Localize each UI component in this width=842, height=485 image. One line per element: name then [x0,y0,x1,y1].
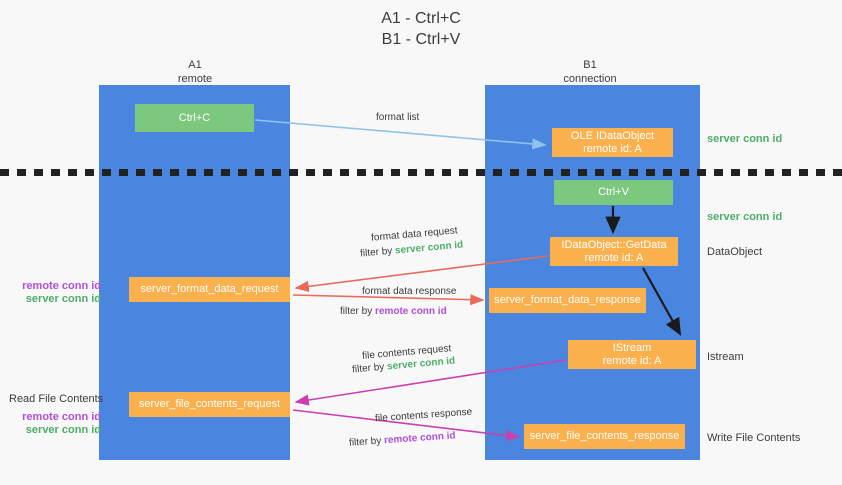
box-idataobject-getdata[interactable]: IDataObject::GetData remote id: A [550,237,678,266]
edge-label-format-list: format list [376,112,420,123]
box-server-format-data-request[interactable]: server_format_data_request [129,277,290,302]
box-ole-idataobject-line2: remote id: A [583,142,642,155]
title-line-1: A1 - Ctrl+C [381,10,461,27]
box-ctrl-c[interactable]: Ctrl+C [135,104,254,132]
edge-label-file-contents-response-filter: filter by remote conn id [349,429,456,449]
annotation-istream: Istream [707,351,744,363]
annotation-remote-conn-id-1: remote conn id [22,280,101,292]
lane-header-a1: A1 remote [95,58,295,86]
filter-prefix: filter by [359,245,396,260]
box-getdata-line2: remote id: A [584,251,644,264]
box-getdata-line1: IDataObject::GetData [561,238,667,251]
page-title: A1 - Ctrl+C B1 - Ctrl+V [0,8,842,50]
box-ole-idataobject-line1: OLE IDataObject [570,129,655,142]
box-istream[interactable]: IStream remote id: A [568,340,696,369]
box-istream-line1: IStream [612,341,652,354]
annotation-server-conn-id-1: server conn id [25,293,101,305]
edge-label-format-data-response: format data response [362,286,457,297]
title-line-2: B1 - Ctrl+V [381,31,461,48]
annotation-read-file-contents: Read File Contents [9,393,104,405]
filter-prefix: filter by [351,361,388,376]
lane-header-b1: B1 connection [490,58,690,86]
filter-prefix: filter by [340,306,376,317]
annotation-remote-conn-id-2: remote conn id [22,411,101,423]
annotation-dataobject: DataObject [707,246,763,258]
annotation-write-file-contents: Write File Contents [707,432,801,444]
annotation-server-conn-id-top: server conn id [707,133,783,145]
edge-label-file-contents-response: file contents response [374,406,473,425]
filter-key-remote-conn-id: remote conn id [375,306,447,317]
edge-label-format-data-response-filter: filter by remote conn id [340,305,447,318]
box-server-file-contents-response[interactable]: server_file_contents_response [524,424,685,449]
box-server-file-contents-request[interactable]: server_file_contents_request [129,392,290,417]
box-ctrl-v-label: Ctrl+V [598,186,629,198]
box-istream-line2: remote id: A [602,354,662,367]
box-server-format-data-response[interactable]: server_format_data_response [489,288,646,313]
box-server-file-contents-response-label: server_file_contents_response [529,430,680,442]
lane-a1-name: A1 [188,59,202,71]
box-server-file-contents-request-label: server_file_contents_request [138,398,281,410]
lane-b1-name: B1 [583,59,597,71]
filter-key-remote-conn-id: remote conn id [383,430,456,447]
box-server-format-data-response-label: server_format_data_response [494,294,641,306]
box-ole-idataobject[interactable]: OLE IDataObject remote id: A [552,128,673,157]
filter-key-server-conn-id: server conn id [394,239,464,257]
box-ctrl-v[interactable]: Ctrl+V [554,180,673,205]
box-ctrl-c-label: Ctrl+C [178,111,211,124]
box-server-format-data-request-label: server_format_data_request [140,283,279,295]
dashed-divider [0,169,842,176]
filter-prefix: filter by [348,435,385,449]
annotation-server-conn-id-mid: server conn id [707,211,783,223]
lane-b1-sublabel: connection [563,73,617,85]
annotation-server-conn-id-2: server conn id [25,424,101,436]
lane-a1-sublabel: remote [177,73,213,85]
